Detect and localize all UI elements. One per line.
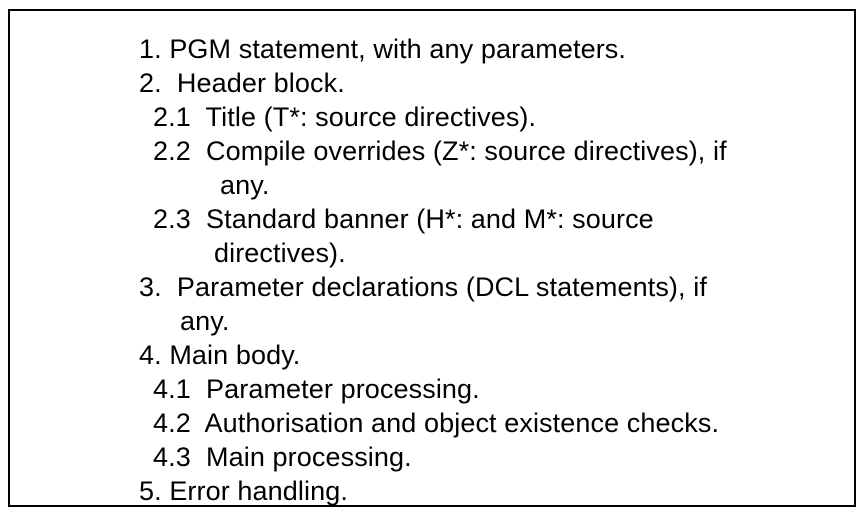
item-4-3: 4.3 Main processing. [153, 442, 412, 472]
item-3-cont: any. [180, 306, 230, 336]
content-frame-border: 1. PGM statement, with any parameters. 2.… [8, 9, 856, 507]
item-2: 2. Header block. [139, 68, 345, 98]
item-2-1: 2.1 Title (T*: source directives). [153, 102, 537, 132]
item-4-2: 4.2 Authorisation and object existence c… [153, 408, 720, 438]
item-5: 5. Error handling. [139, 476, 348, 506]
item-2-3-cont: directives). [214, 238, 346, 268]
item-3: 3. Parameter declarations (DCL statement… [139, 272, 707, 302]
item-1: 1. PGM statement, with any parameters. [139, 34, 626, 64]
item-2-3: 2.3 Standard banner (H*: and M*: source [153, 204, 654, 234]
item-2-2-cont: any. [220, 170, 270, 200]
item-2-2: 2.2 Compile overrides (Z*: source direct… [153, 136, 727, 166]
item-4: 4. Main body. [139, 340, 301, 370]
outline-list: 1. PGM statement, with any parameters. 2.… [10, 11, 854, 506]
item-4-1: 4.1 Parameter processing. [153, 374, 480, 404]
